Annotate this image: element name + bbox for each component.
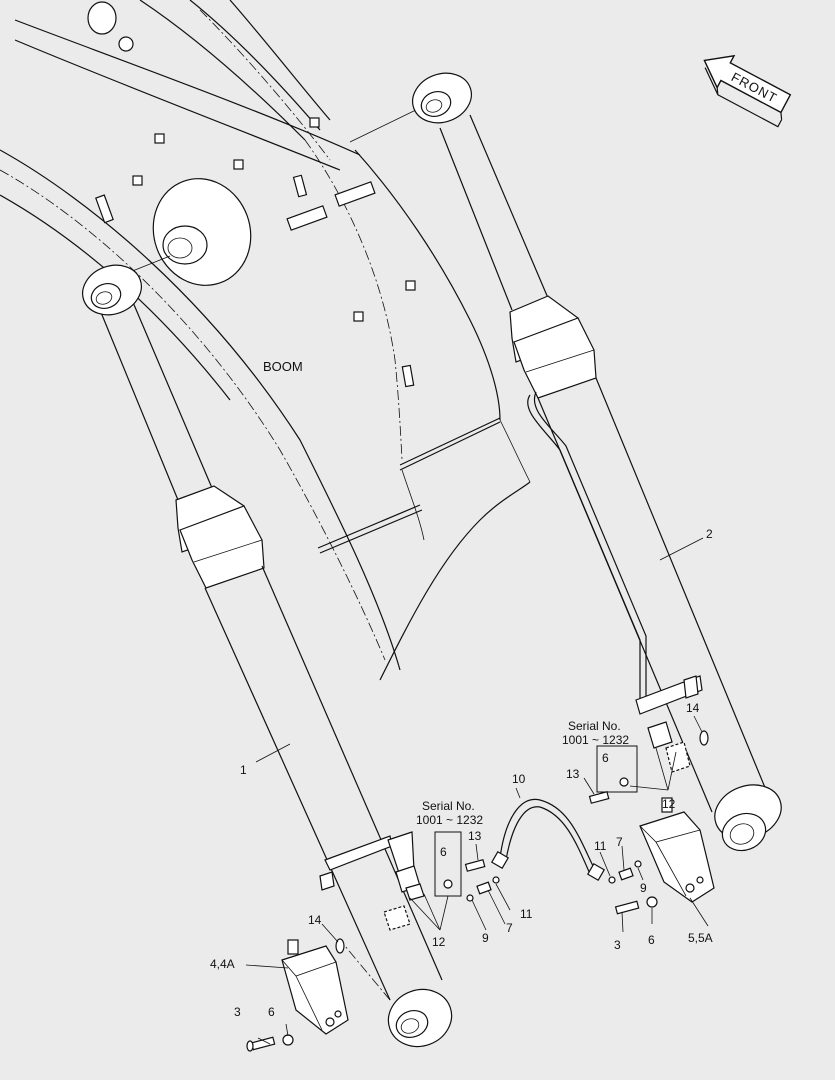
callout-13-right: 13 — [566, 767, 580, 781]
boom-structure — [0, 0, 531, 681]
callout-6-right: 6 — [648, 933, 655, 947]
callout-7-left: 7 — [506, 921, 513, 935]
cylinder-1-left — [82, 264, 453, 1048]
callout-3-right: 3 — [614, 938, 621, 952]
callout-2: 2 — [706, 527, 713, 541]
callout-6-left-serial: 6 — [440, 845, 447, 859]
callout-11-right: 11 — [594, 839, 607, 853]
callout-12-right: 12 — [662, 797, 676, 811]
bolts-and-washers — [246, 730, 709, 1052]
callout-6-left: 6 — [268, 1005, 275, 1019]
callout-9-left: 9 — [482, 931, 489, 945]
callout-11-left: 11 — [520, 907, 533, 921]
callout-1: 1 — [240, 763, 247, 777]
callout-10: 10 — [512, 772, 526, 786]
callout-7-right: 7 — [616, 835, 623, 849]
callout-6-right-serial: 6 — [602, 751, 609, 765]
serial-right-title: Serial No. — [568, 719, 621, 733]
callout-9-right: 9 — [640, 881, 647, 895]
leader-lines — [245, 537, 709, 1045]
callout-14-left: 14 — [308, 913, 322, 927]
serial-left-range: 1001 ~ 1232 — [416, 813, 483, 827]
callout-3-left: 3 — [234, 1005, 241, 1019]
valve-4-4a — [281, 939, 349, 1035]
callout-5-5a: 5,5A — [688, 931, 713, 945]
callout-4-4a: 4,4A — [210, 957, 235, 971]
serial-right-range: 1001 ~ 1232 — [562, 733, 629, 747]
valve-5-5a — [639, 797, 715, 903]
cylinder-2-right — [412, 72, 782, 852]
serial-box-right — [596, 745, 638, 793]
callout-12-left: 12 — [432, 935, 446, 949]
front-arrow: FRONT — [703, 54, 792, 128]
serial-left-title: Serial No. — [422, 799, 475, 813]
callout-13-left: 13 — [468, 829, 482, 843]
hose-10 — [490, 798, 606, 882]
boom-label: BOOM — [263, 359, 303, 374]
callout-14-right: 14 — [686, 701, 700, 715]
